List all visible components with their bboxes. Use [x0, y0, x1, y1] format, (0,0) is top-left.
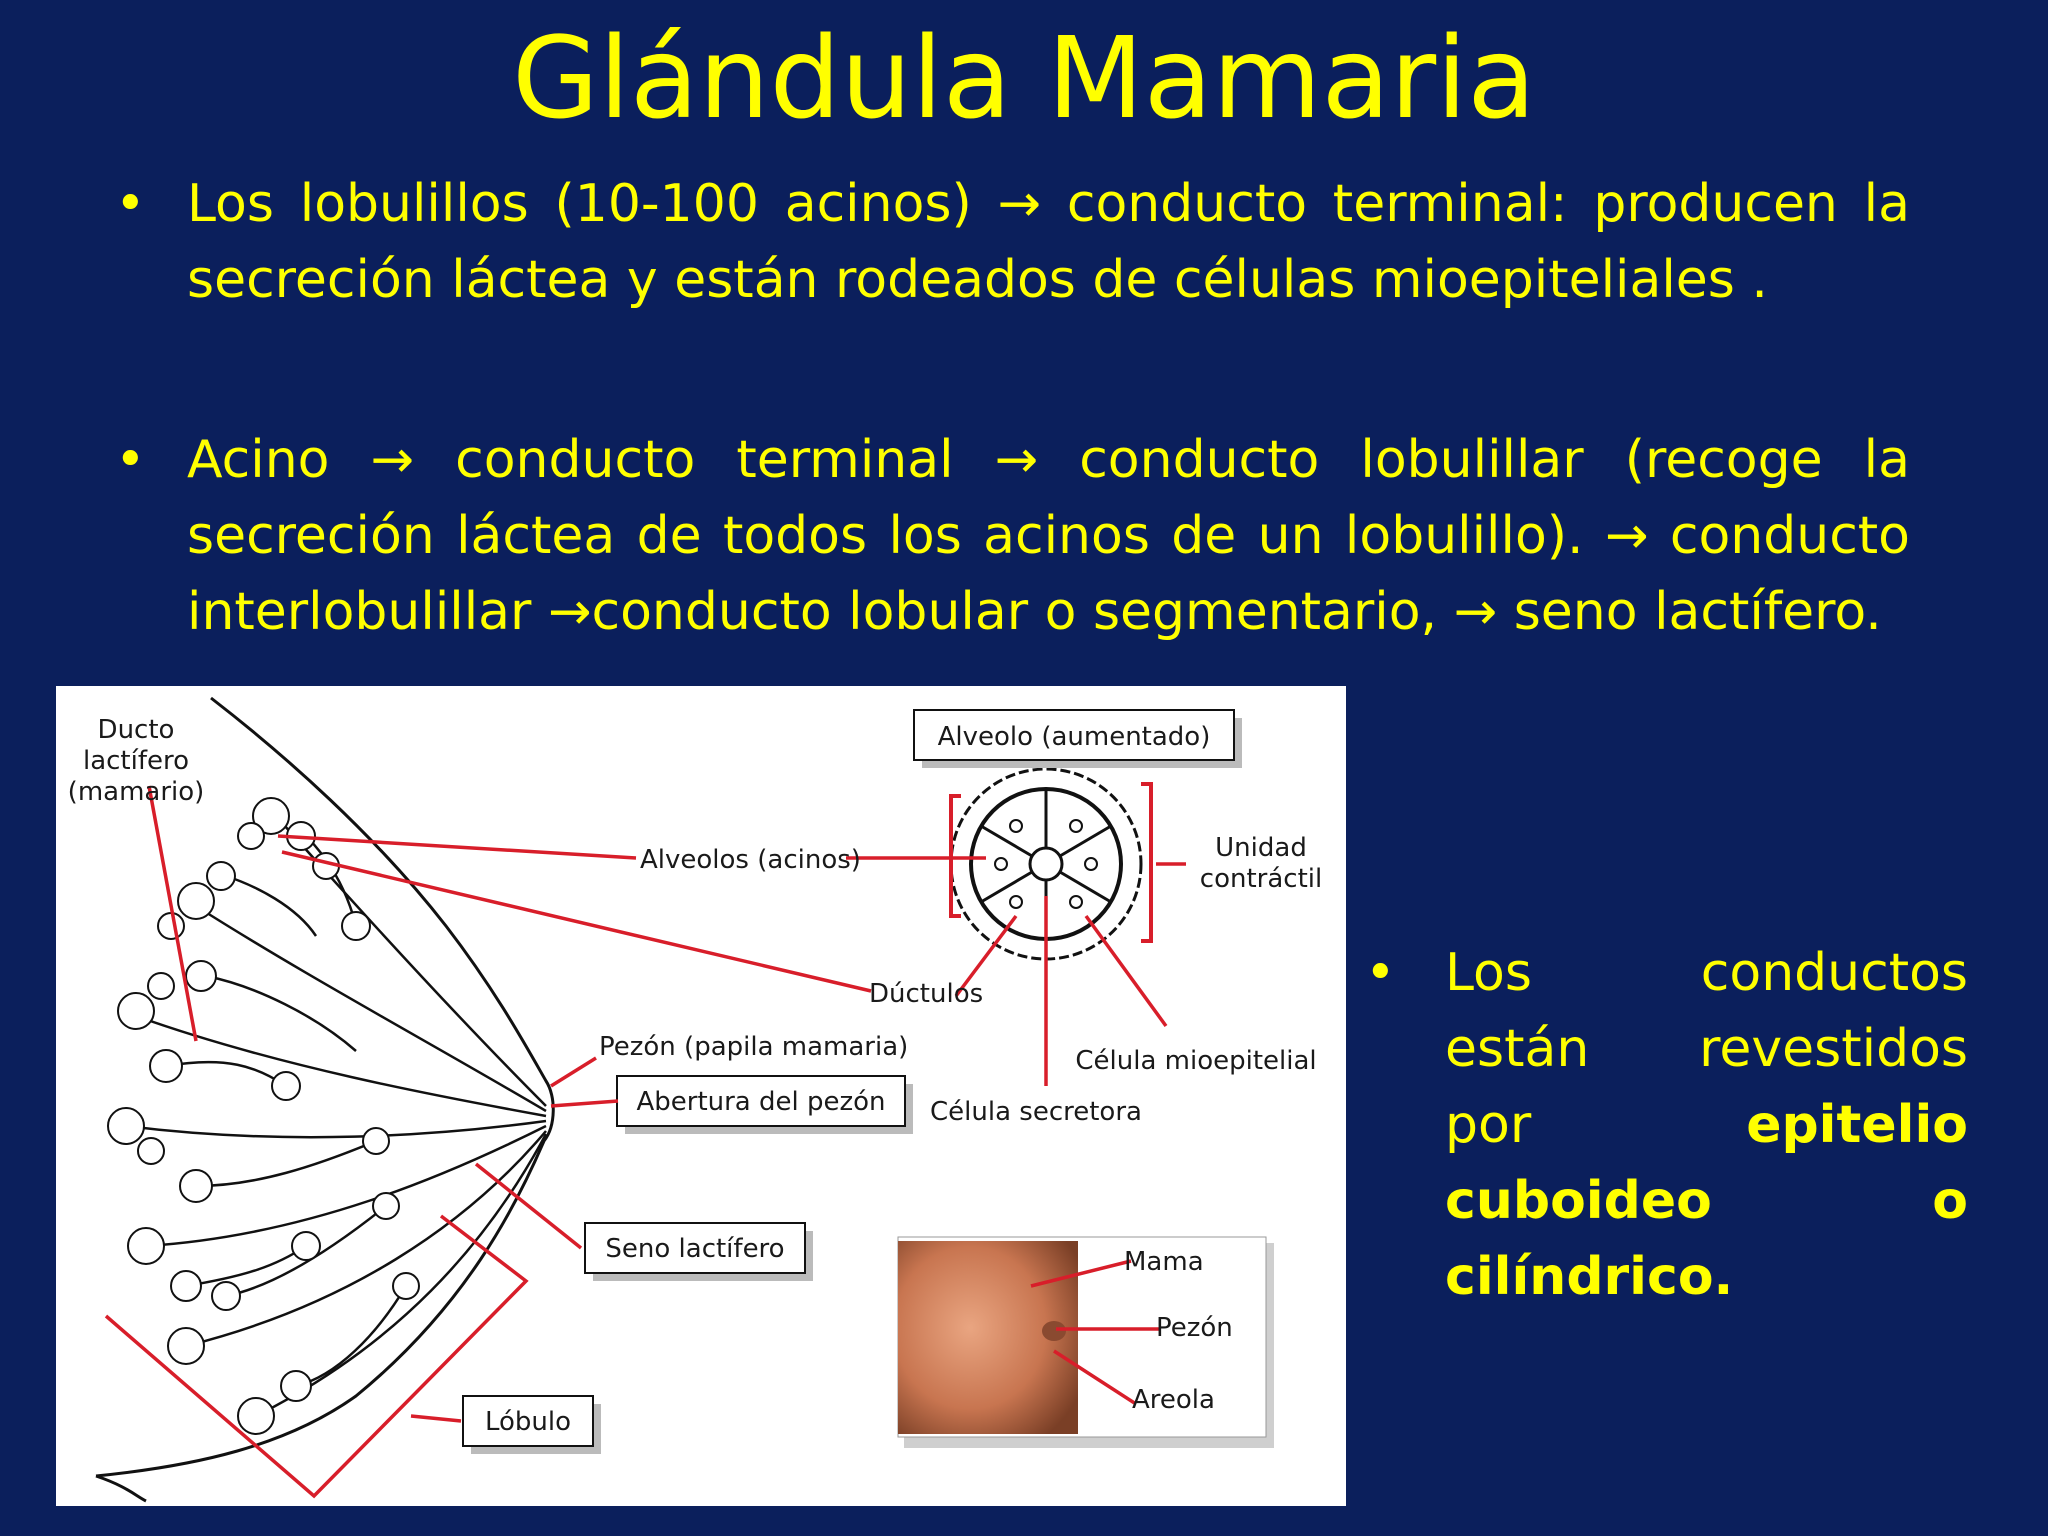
bullet-text-bold: epitelio cuboideo o cilíndrico. — [1445, 1095, 1968, 1307]
unit-brackets — [949, 782, 1153, 943]
chest-line — [95, 1474, 147, 1503]
label-lobulo: Lóbulo — [485, 1407, 571, 1437]
breast-photo-inset — [897, 1236, 1274, 1448]
breast-outline — [95, 696, 555, 1478]
bullet-text: Los lobulillos (10-100 acinos) → conduct… — [187, 174, 1910, 310]
bullet-dot: • — [115, 430, 146, 490]
label-unidad-1: Unidad — [1215, 833, 1307, 863]
duct-tree — [125, 815, 548, 1418]
bullet-text: Acino → conducto terminal → conducto lob… — [187, 430, 1910, 642]
label-celula-secretora: Célula secretora — [930, 1097, 1142, 1127]
label-boxes — [462, 709, 1242, 1454]
bullet-acino-flow: • Acino → conducto terminal → conducto l… — [115, 422, 1910, 650]
label-ducto-2: lactífero — [83, 746, 189, 776]
enlarged-alveolus — [949, 767, 1143, 961]
label-seno-lactifero: Seno lactífero — [605, 1234, 784, 1264]
label-alveolos-acinos: Alveolos (acinos) — [640, 845, 861, 875]
label-pezon: Pezón — [1156, 1313, 1233, 1343]
mammary-gland-figure: Ducto lactífero (mamario) Alveolo (aumen… — [56, 686, 1346, 1506]
label-areola: Areola — [1132, 1385, 1215, 1415]
bullet-lobulillos: • Los lobulillos (10-100 acinos) → condu… — [115, 166, 1910, 318]
label-mama: Mama — [1124, 1247, 1204, 1277]
label-alveolo-aumentado: Alveolo (aumentado) — [938, 722, 1211, 752]
slide-title: Glándula Mamaria — [512, 14, 1536, 144]
label-pezon-papila: Pezón (papila mamaria) — [599, 1032, 908, 1062]
bullet-dot: • — [115, 174, 146, 234]
bullet-text-regular: Los conductos están revestidos por — [1445, 943, 1968, 1155]
pointer-lines — [104, 785, 1186, 1499]
bullet-dot: • — [1365, 943, 1396, 1003]
label-ducto-3: (mamario) — [68, 777, 205, 807]
label-celula-mioepitelial: Célula mioepitelial — [1075, 1046, 1316, 1076]
mammary-gland-diagram: Ducto lactífero (mamario) Alveolo (aumen… — [68, 696, 1323, 1503]
label-abertura: Abertura del pezón — [636, 1087, 885, 1117]
figure-labels: Ducto lactífero (mamario) Alveolo (aumen… — [68, 715, 1323, 1437]
label-ductulos: Dúctulos — [869, 979, 983, 1009]
bullet-conductos: • Los conductos están revestidos por epi… — [1365, 935, 1968, 1315]
label-unidad-2: contráctil — [1200, 864, 1322, 894]
label-ducto-1: Ducto — [98, 715, 175, 745]
bullet-text: Los conductos están revestidos por epite… — [1445, 935, 1968, 1315]
